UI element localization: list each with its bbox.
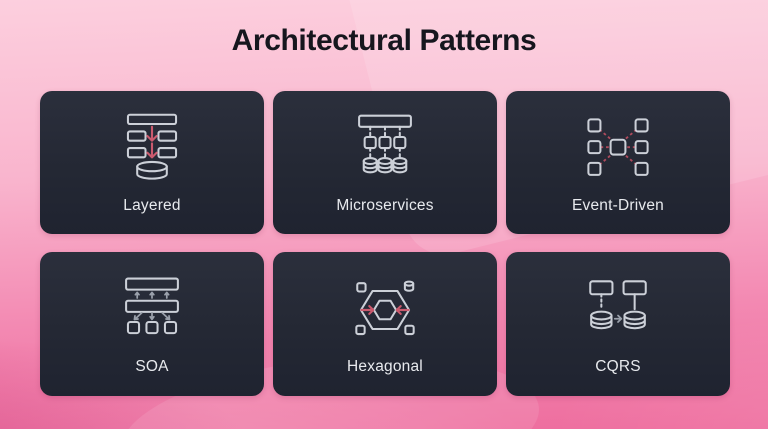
card-label: CQRS xyxy=(595,358,641,376)
soa-icon xyxy=(115,273,189,347)
patterns-grid: Layered xyxy=(40,91,730,396)
card-event-driven: Event-Driven xyxy=(506,91,730,234)
hexagonal-icon xyxy=(348,273,422,347)
microservices-icon xyxy=(348,112,422,186)
card-soa: SOA xyxy=(40,252,264,396)
page-title: Architectural Patterns xyxy=(231,24,537,57)
card-label: Microservices xyxy=(336,196,434,214)
card-hexagonal: Hexagonal xyxy=(273,252,497,396)
card-cqrs: CQRS xyxy=(506,252,730,396)
card-label: SOA xyxy=(135,358,169,376)
layered-icon xyxy=(115,112,189,186)
card-label: Event-Driven xyxy=(572,196,664,214)
cqrs-icon xyxy=(581,273,655,347)
card-label: Layered xyxy=(123,196,181,214)
card-label: Hexagonal xyxy=(347,358,423,376)
card-layered: Layered xyxy=(40,91,264,234)
card-microservices: Microservices xyxy=(273,91,497,234)
event-driven-icon xyxy=(581,112,655,186)
